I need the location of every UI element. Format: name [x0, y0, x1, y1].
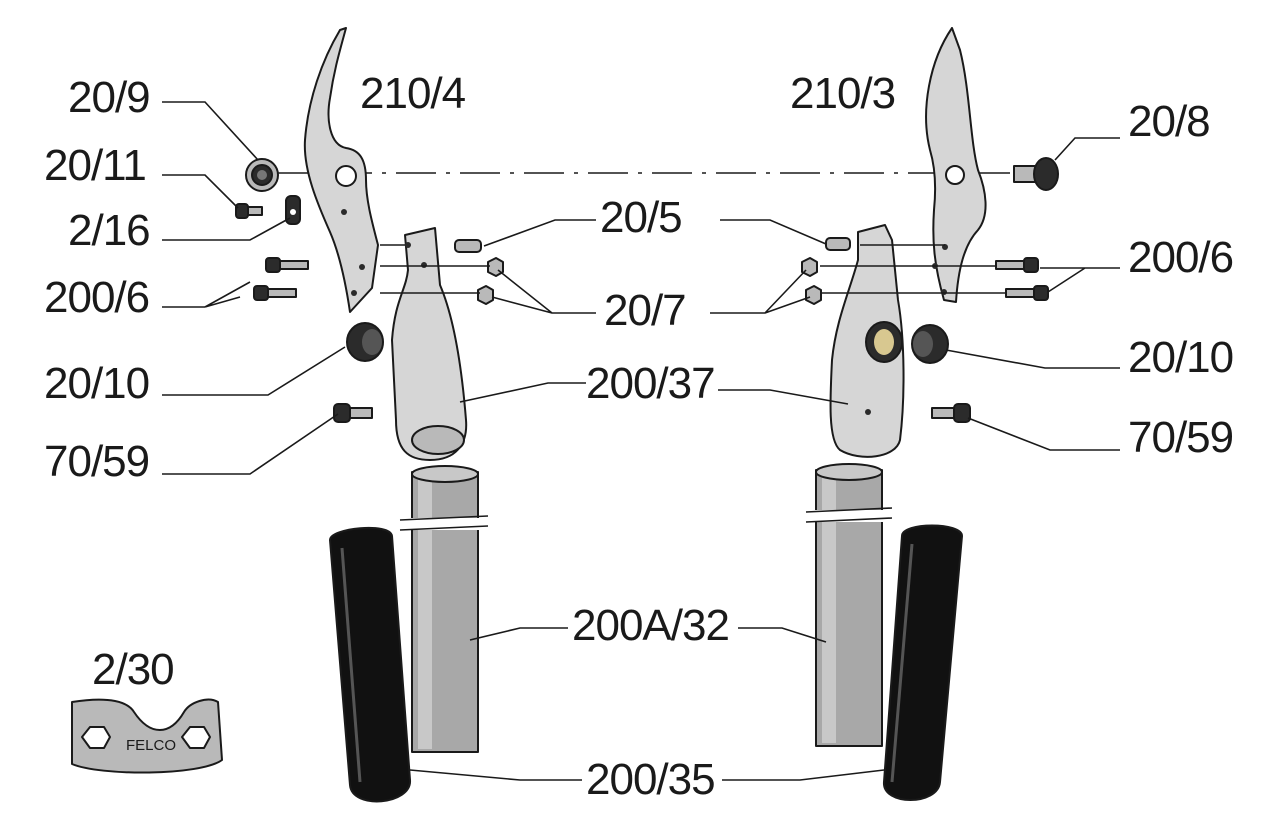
label-2-16: 2/16 [68, 206, 150, 255]
right-blade-pivot-hole [945, 165, 965, 185]
handle-head-left-opening [411, 425, 465, 455]
nut-20-7-left-a [487, 257, 504, 277]
screw-200-6-right-a [995, 257, 1039, 273]
nut-20-7-right-b [805, 285, 822, 305]
handle-head-left-hole [421, 262, 427, 268]
clip-2-16 [285, 195, 301, 225]
label-210-4: 210/4 [360, 69, 466, 118]
screw-200-6-left-a [265, 257, 309, 273]
tube-left [399, 465, 490, 753]
screw-200-6-left-b [253, 285, 297, 301]
label-70-59-left: 70/59 [44, 437, 149, 486]
screw-200-6-right-b [1005, 285, 1049, 301]
grip-left [329, 526, 412, 803]
label-70-59-right: 70/59 [1128, 413, 1233, 462]
label-2-30: 2/30 [92, 645, 174, 694]
pin-20-5-left [454, 239, 482, 253]
wrench-2-30: FELCO [71, 698, 223, 774]
left-blade-pivot-hole [335, 165, 357, 187]
bolt-20-8 [1013, 157, 1059, 191]
label-200-35: 200/35 [586, 755, 715, 804]
screw-20-11 [235, 203, 263, 219]
left-blade-hole [351, 290, 357, 296]
grip-right [882, 524, 963, 801]
screw-70-59-right [931, 403, 971, 423]
bumper-20-10-left [346, 322, 384, 362]
handle-head-right-hole [865, 409, 871, 415]
tube-right [805, 463, 896, 747]
nut-20-7-left-b [477, 285, 494, 305]
left-blade-hole [341, 209, 347, 215]
handle-head-left [391, 227, 468, 461]
label-20-9: 20/9 [68, 73, 150, 122]
label-200a-32: 200A/32 [572, 601, 729, 650]
nut-20-7-right-a [801, 257, 818, 277]
label-20-8: 20/8 [1128, 97, 1210, 146]
right-blade [925, 27, 987, 303]
right-blade-hole [941, 289, 947, 295]
left-blade-hole [359, 264, 365, 270]
label-20-7: 20/7 [604, 286, 686, 335]
label-20-11: 20/11 [44, 141, 146, 190]
handle-head-right-socket-inner [874, 329, 894, 355]
bumper-20-10-right [911, 324, 949, 364]
label-200-6-right: 200/6 [1128, 233, 1233, 282]
handle-head-left-hole [405, 242, 411, 248]
label-200-6-left: 200/6 [44, 273, 149, 322]
wrench-brand-text: FELCO [126, 737, 176, 754]
label-210-3: 210/3 [790, 69, 895, 118]
leader-lines [162, 101, 1120, 781]
pin-20-5-right [825, 237, 851, 251]
label-20-5: 20/5 [600, 193, 682, 242]
label-20-10-right: 20/10 [1128, 333, 1233, 382]
label-200-37: 200/37 [586, 359, 715, 408]
label-20-10-left: 20/10 [44, 359, 149, 408]
screw-70-59-left [333, 403, 373, 423]
nut-20-9 [245, 158, 279, 192]
